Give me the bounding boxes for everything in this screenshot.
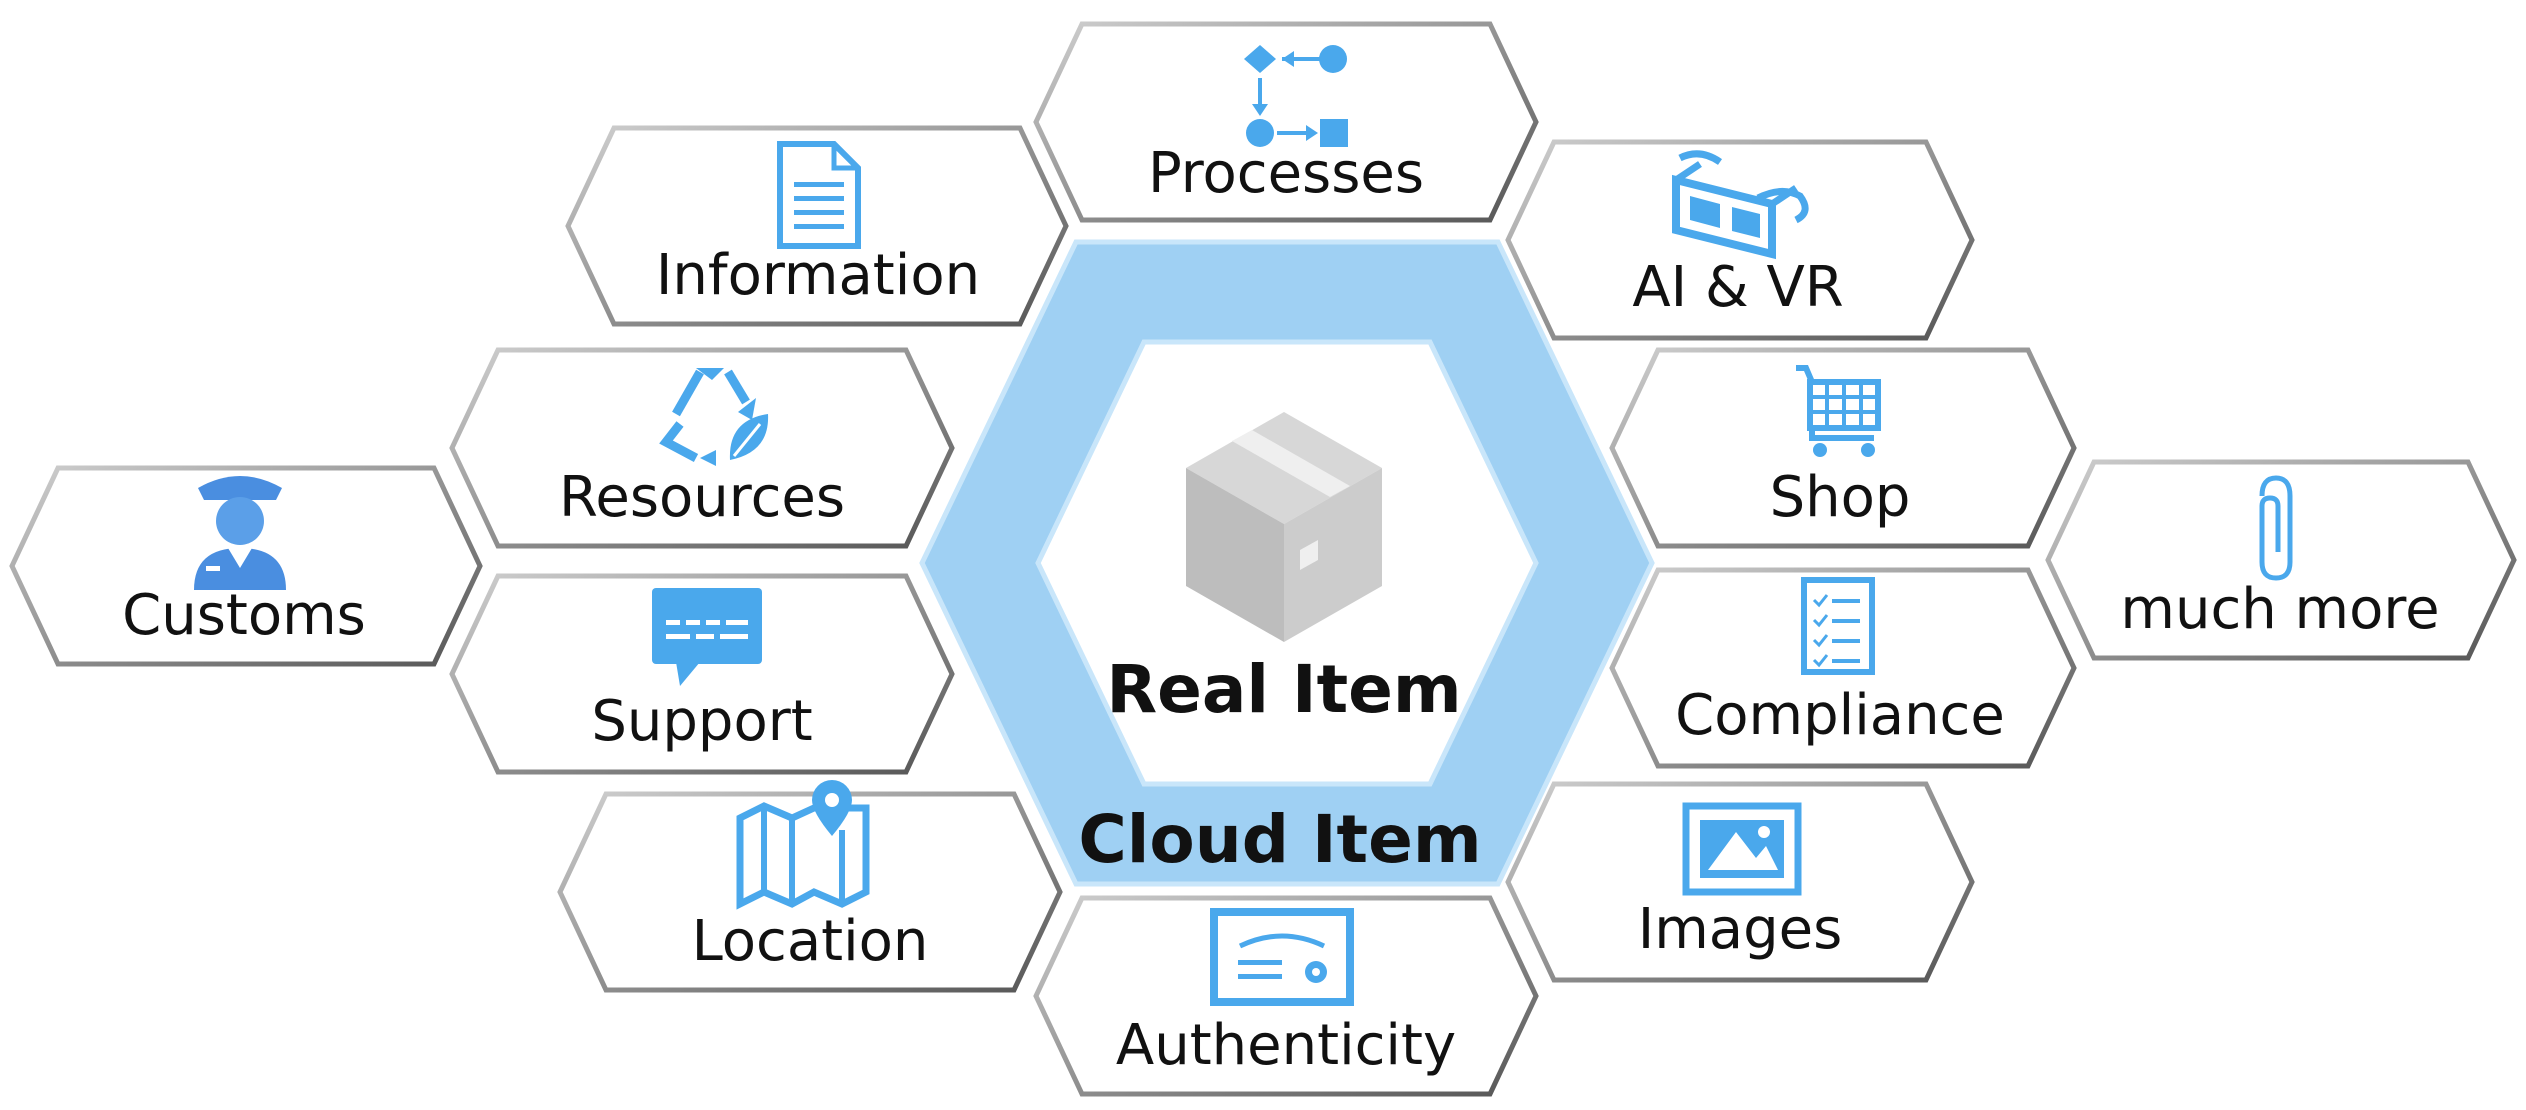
- tile-much-more-label: much more: [2120, 577, 2439, 642]
- image-icon: [1682, 802, 1802, 896]
- tile-shop[interactable]: Shop: [1609, 347, 2077, 549]
- chat-bubble-icon: [652, 588, 762, 686]
- map-pin-icon: [736, 780, 870, 910]
- tile-images[interactable]: Images: [1505, 781, 1975, 983]
- tile-resources-label: Resources: [559, 465, 845, 530]
- tile-location[interactable]: Location: [557, 780, 1063, 993]
- box-icon: [1186, 412, 1382, 642]
- tile-authenticity-label: Authenticity: [1116, 1013, 1456, 1078]
- tile-processes-label: Processes: [1148, 141, 1424, 206]
- tile-processes[interactable]: Processes: [1033, 21, 1539, 223]
- tile-ai-vr[interactable]: AI & VR: [1505, 139, 1975, 341]
- tile-customs-label: Customs: [122, 583, 366, 648]
- tile-compliance[interactable]: Compliance: [1609, 567, 2077, 769]
- customs-officer-icon: [194, 476, 286, 590]
- checklist-icon: [1801, 577, 1875, 675]
- tile-shop-label: Shop: [1770, 465, 1911, 530]
- tile-information[interactable]: Information: [565, 125, 1069, 327]
- tile-customs[interactable]: Customs: [9, 465, 483, 667]
- tile-ai-vr-label: AI & VR: [1632, 255, 1843, 320]
- cloud-item-label: Cloud Item: [1078, 801, 1481, 878]
- flowchart-icon: [1244, 45, 1348, 147]
- tile-information-label: Information: [656, 243, 980, 308]
- recycle-leaf-icon: [659, 368, 769, 466]
- paperclip-icon: [2259, 475, 2293, 581]
- tile-images-label: Images: [1638, 897, 1843, 962]
- shopping-cart-icon: [1796, 365, 1881, 457]
- tile-location-label: Location: [692, 909, 929, 974]
- tile-much-more[interactable]: much more: [2045, 459, 2517, 661]
- center-hexagon: Real Item Cloud Item: [919, 239, 1655, 887]
- 3d-glasses-icon: [1672, 150, 1809, 260]
- tile-compliance-label: Compliance: [1675, 683, 2005, 748]
- tile-support[interactable]: Support: [449, 573, 955, 775]
- document-icon: [777, 141, 861, 249]
- certificate-icon: [1210, 908, 1354, 1006]
- real-item-label: Real Item: [1106, 651, 1461, 728]
- tile-authenticity[interactable]: Authenticity: [1033, 895, 1539, 1097]
- tile-resources[interactable]: Resources: [449, 347, 955, 549]
- tile-support-label: Support: [591, 689, 812, 754]
